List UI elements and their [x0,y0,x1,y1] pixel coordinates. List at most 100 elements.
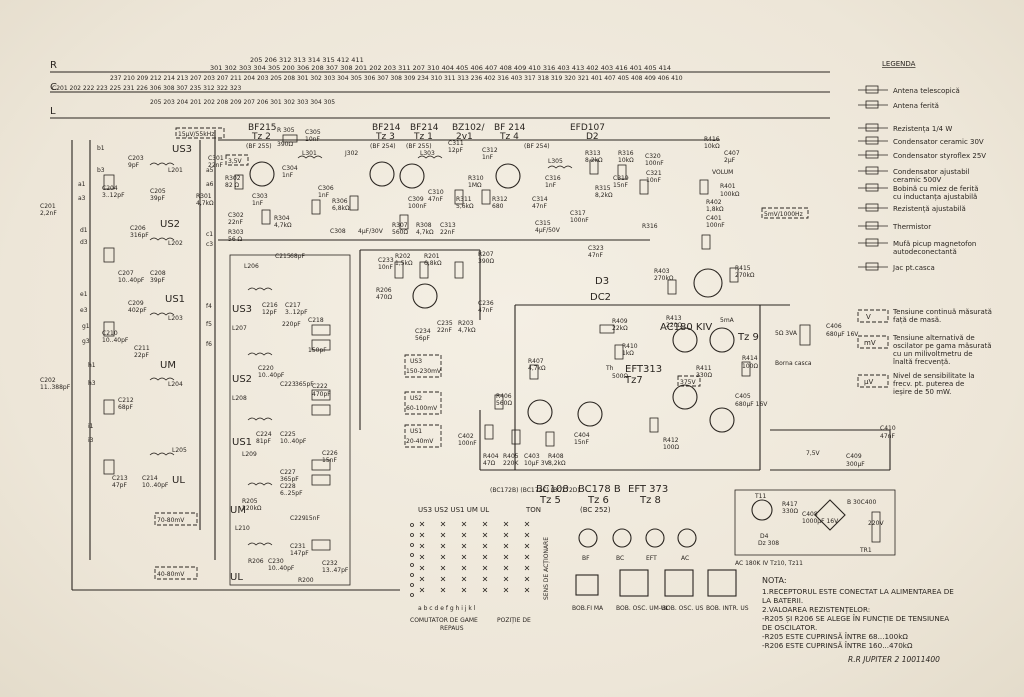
c305-value: 10nF [305,136,320,143]
r410-label: R410 [622,343,638,350]
r315-value: 8,2kΩ [595,192,613,199]
section-us3-osc: US3 [232,304,252,315]
c217-value: 3..12pF [285,309,308,316]
c231-value: 147pF [290,550,309,557]
c313-value: 22nF [440,229,455,236]
switch-pin [410,553,414,557]
c228-value: 6..25pF [280,490,303,497]
c303-label: C303 [252,193,268,200]
c204-label: C204 [102,185,118,192]
switch-contact [419,521,425,527]
r408-label: R408 [548,453,564,460]
switch-contact [524,576,530,582]
coil-input-us: BOB. INTR. US [706,605,749,612]
note-line-0: LA BATERII. [762,596,803,605]
c308-value: 4µF/30V [358,228,384,235]
us2-range: 60-100mV [406,405,438,412]
bus-l-label: L [50,106,56,117]
c236-label: C236 [478,300,494,307]
switch-pin [410,543,414,547]
switch-letters: a b c d e f g h i j k l [418,605,476,612]
r201-label: R201 [424,253,440,260]
bus-l-numbers: 205 203 204 201 202 208 209 207 206 301 … [150,99,335,106]
r310-value: 1MΩ [468,182,482,189]
t11-label: T11 [754,493,766,500]
c304-value: 1nF [282,172,294,179]
legend-item-9: Mufă picup magnetofon [893,240,976,248]
l305-label: L305 [548,158,563,165]
bus-r-top: 205 206 312 313 314 315 412 411 [250,56,364,64]
c408-label: C408 [802,511,818,518]
c210-label: C210 [102,330,118,337]
r200-label: R200 [298,577,314,584]
r207-value: 390Ω [478,258,494,265]
headphone-terminal: Borna casca [775,360,812,367]
c301-label: C301 [208,155,224,162]
tz2-name: Tz 2 [251,132,271,142]
bus-c-label: C [50,82,57,93]
r307-value: 560Ω [392,229,408,236]
switch-rest: REPAUS [440,625,464,632]
switch-pin [410,573,414,577]
svg-text:g1: g1 [82,323,90,330]
c234-value: 56pF [415,335,430,342]
svg-text:a1: a1 [78,181,86,188]
c211-label: C211 [134,345,150,352]
c219-value: 220pF [282,321,301,328]
if-amplifier: BF215 Tz 2 (BF 255) BF214 Tz 3 (BF 254) … [175,123,720,259]
r303-label: R303 [228,229,244,236]
c402-value: 100nF [458,440,477,447]
c216-label: C216 [262,302,278,309]
svg-text:d3: d3 [80,239,88,246]
c205-label: C205 [150,188,166,195]
tz6-sub: (BC 252) [580,506,611,514]
r406-label: R406 [496,393,512,400]
note-line-3: -R205 ESTE CUPRINSĂ ÎNTRE 68...100kΩ [762,632,908,641]
c201-value: 2,2nF [40,210,57,217]
section-ul-osc: UL [230,572,243,583]
c314-value: 47nF [532,203,547,210]
c323-label: C323 [588,245,604,252]
c210-value: 10..40pF [102,337,129,344]
section-us1: US1 [165,294,185,305]
switch-contact [461,587,467,593]
switch-contact [461,543,467,549]
c410-value: 47nF [880,433,895,440]
r312-value: 680 [492,203,504,210]
c202-label: C202 [40,377,56,384]
c234-label: C234 [415,328,431,335]
r203-label: R203 [458,320,474,327]
c205-value: 39pF [150,195,165,202]
r404-label: R404 [483,453,499,460]
switch-pin [410,533,414,537]
r401-value: 100kΩ [720,191,740,198]
r205-label: R205 [242,498,258,505]
c214-label: C214 [142,475,158,482]
coil-osc-um: BOB. OSC. UM-UL [616,605,669,612]
c315-value: 4µF/50V [535,227,561,234]
note-line-2: DE OSCILATOR. [762,623,817,632]
c215-label: C215 [275,253,291,260]
c232-label: C232 [322,560,338,567]
um-osc-voltage: 70-80mV [157,517,185,524]
c311-value: 12pF [448,147,463,154]
mains-voltage: 220V [868,520,884,527]
switch-contact [419,587,425,593]
legend-item-6: Bobină cu miez de ferită [893,185,979,193]
r304-value: 4,7kΩ [274,222,292,229]
c235-value: 22nF [437,327,452,334]
legend-symbol-10 [858,262,888,271]
c404-value: 15nF [574,439,589,446]
c227-label: C227 [280,469,296,476]
legend-item-13: frecv. pt. puterea de [893,380,964,388]
dz1-type: BZ102/ [452,123,486,133]
c212-value: 68pF [118,404,133,411]
c206-label: C206 [130,225,146,232]
c209-value: 402pF [128,307,147,314]
switch-contact [440,587,446,593]
tz9-name: Tz 9 [737,332,759,343]
section-um-osc: UM [230,505,246,516]
c317-value: 100nF [570,217,589,224]
coil-osc-us: BOB. OSC. US [662,605,704,612]
r311-value: 5,6kΩ [456,203,474,210]
